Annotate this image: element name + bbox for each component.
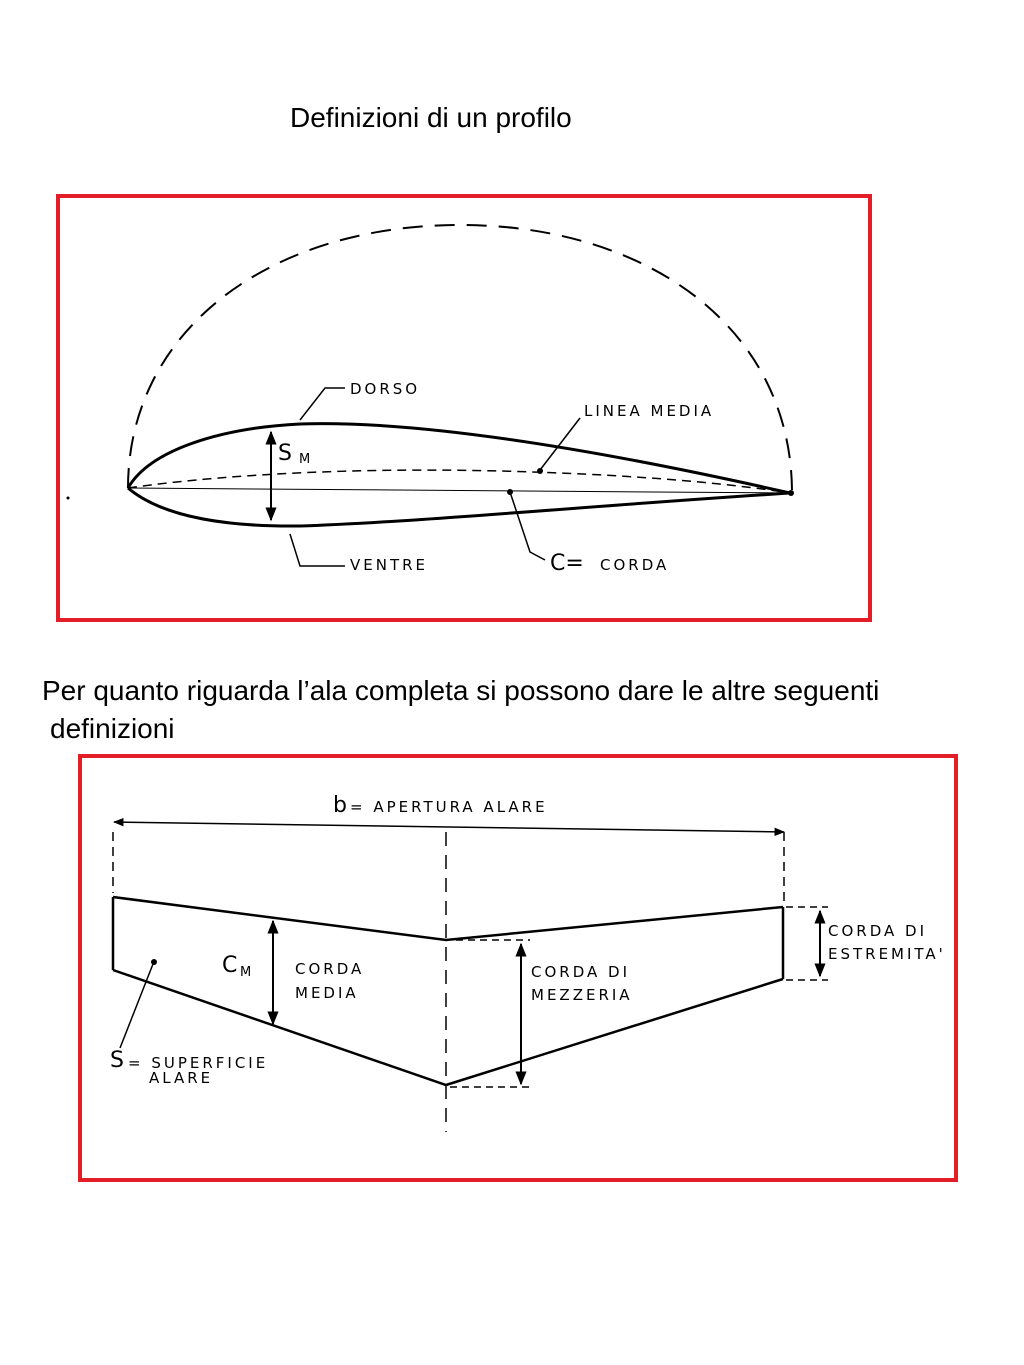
dorso-label: DORSO [350, 380, 420, 398]
wing-trailing-edge [112, 968, 784, 1087]
wing-leading-edge [112, 895, 784, 942]
corda-estremita-line1: CORDA DI [828, 922, 927, 940]
corda-mezzeria-line1: CORDA DI [531, 963, 630, 981]
corda-label: CORDA [600, 556, 669, 574]
dorso-leader [299, 387, 345, 421]
wing-diagram [111, 817, 828, 1132]
sm-label: S [278, 441, 292, 466]
airfoil-lower-surface [127, 486, 791, 528]
corda-mezzeria-line2: MEZZERIA [531, 986, 633, 1004]
span-symbol: b [333, 793, 347, 818]
stray-dot [66, 496, 70, 500]
span-arrow [112, 817, 786, 837]
chord-dot [507, 489, 513, 495]
ventre-leader [289, 533, 345, 567]
wing-diagram-frame [78, 754, 958, 1182]
corda-media-line1: CORDA [295, 960, 364, 978]
mean-line-dot [537, 468, 543, 474]
cm-label: C [222, 953, 237, 978]
surface-label-line1: = SUPERFICIE [128, 1054, 268, 1072]
wing-intro-text: Per quanto riguarda l’ala completa si po… [42, 672, 1002, 748]
surface-symbol: S [110, 1048, 124, 1073]
wing-intro-line1: Per quanto riguarda l’ala completa si po… [42, 675, 880, 706]
chord-line [127, 487, 791, 494]
airfoil-upper-surface [126, 422, 791, 495]
linea-media-leader [539, 417, 581, 471]
trailing-edge-dot [788, 490, 794, 496]
corda-media-line2: MEDIA [295, 984, 359, 1002]
span-label: = APERTURA ALARE [350, 798, 548, 816]
profile-diagram-frame [56, 194, 872, 622]
wing-intro-line2: definizioni [50, 713, 175, 744]
ventre-label: VENTRE [350, 556, 428, 574]
mean-line [127, 469, 791, 494]
surface-label-line2: ALARE [149, 1069, 213, 1087]
cm-subscript: M [240, 965, 251, 980]
linea-media-label: LINEA MEDIA [584, 402, 714, 420]
corda-estremita-line2: ESTREMITA' [828, 945, 946, 963]
surface-leader [119, 963, 154, 1049]
surface-dot [151, 959, 157, 965]
corda-leader [509, 491, 546, 561]
dashed-semicircle [127, 223, 793, 494]
airfoil-diagram [126, 223, 793, 567]
sm-subscript: M [299, 452, 310, 467]
chord-symbol: C= [550, 551, 584, 576]
page-title: Definizioni di un profilo [290, 102, 572, 133]
